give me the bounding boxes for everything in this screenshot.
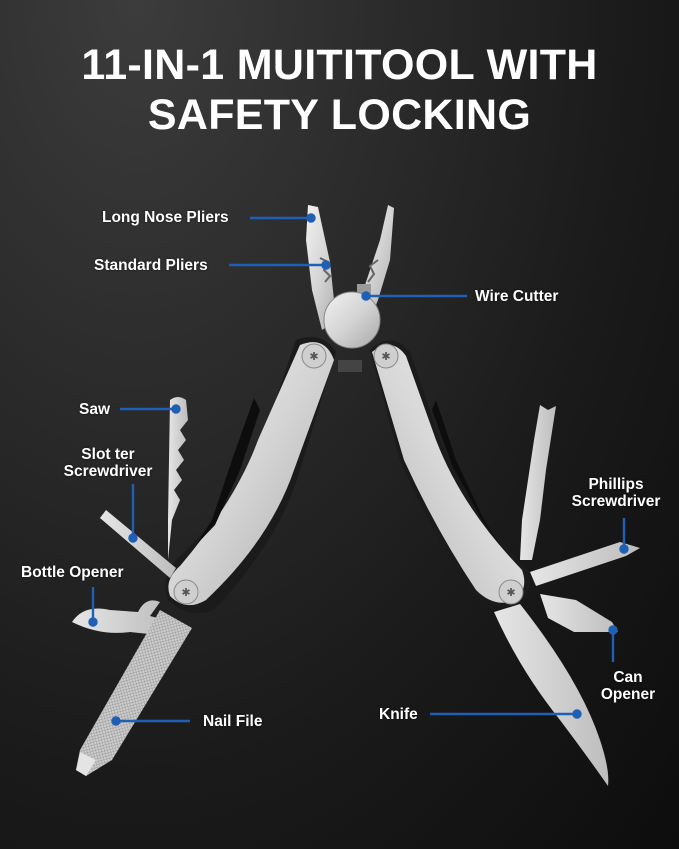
svg-text:✱: ✱ [381,351,390,363]
can-opener-blade [540,594,618,632]
label-can-opener-line-2: Opener [600,686,656,703]
knife-blade [494,604,609,786]
label-phillips-screwdriver: Phillips Screwdriver [564,476,668,510]
label-slot-screwdriver: Slot ter Screwdriver [56,446,160,480]
label-bottle-opener: Bottle Opener [21,564,124,581]
svg-text:✱: ✱ [181,587,190,599]
phillips-screwdriver-blade [530,542,640,586]
label-wire-cutter: Wire Cutter [475,288,559,305]
bottle-opener-blade [72,600,168,636]
nail-file-blade [76,610,192,776]
label-can-opener: Can Opener [596,669,660,703]
svg-text:✱: ✱ [309,351,318,363]
headline-line-1: 11-IN-1 MUITITOOL WITH [81,41,598,89]
left-handle: ✱ ✱ [165,336,336,614]
right-saw-blade [520,405,556,560]
headline: 11-IN-1 MUITITOOL WITH SAFETY LOCKING [0,40,679,140]
label-slot-screwdriver-line-2: Screwdriver [63,463,153,480]
label-knife: Knife [379,706,418,723]
plier-jaws [306,205,394,349]
label-can-opener-line-1: Can [613,669,643,686]
label-phillips-line-1: Phillips [588,476,644,493]
label-phillips-line-2: Screwdriver [571,493,661,510]
label-nail-file: Nail File [203,713,263,730]
label-long-nose-pliers: Long Nose Pliers [102,209,229,226]
saw-blade [168,397,188,560]
right-handle: ✱ ✱ [338,340,530,607]
headline-line-2: SAFETY LOCKING [147,91,532,139]
slot-screwdriver-blade [100,510,176,578]
label-standard-pliers: Standard Pliers [94,257,208,274]
callout-lines [88,213,629,726]
label-slot-screwdriver-line-1: Slot ter [81,446,135,463]
label-saw: Saw [79,401,111,418]
svg-text:✱: ✱ [506,587,515,599]
